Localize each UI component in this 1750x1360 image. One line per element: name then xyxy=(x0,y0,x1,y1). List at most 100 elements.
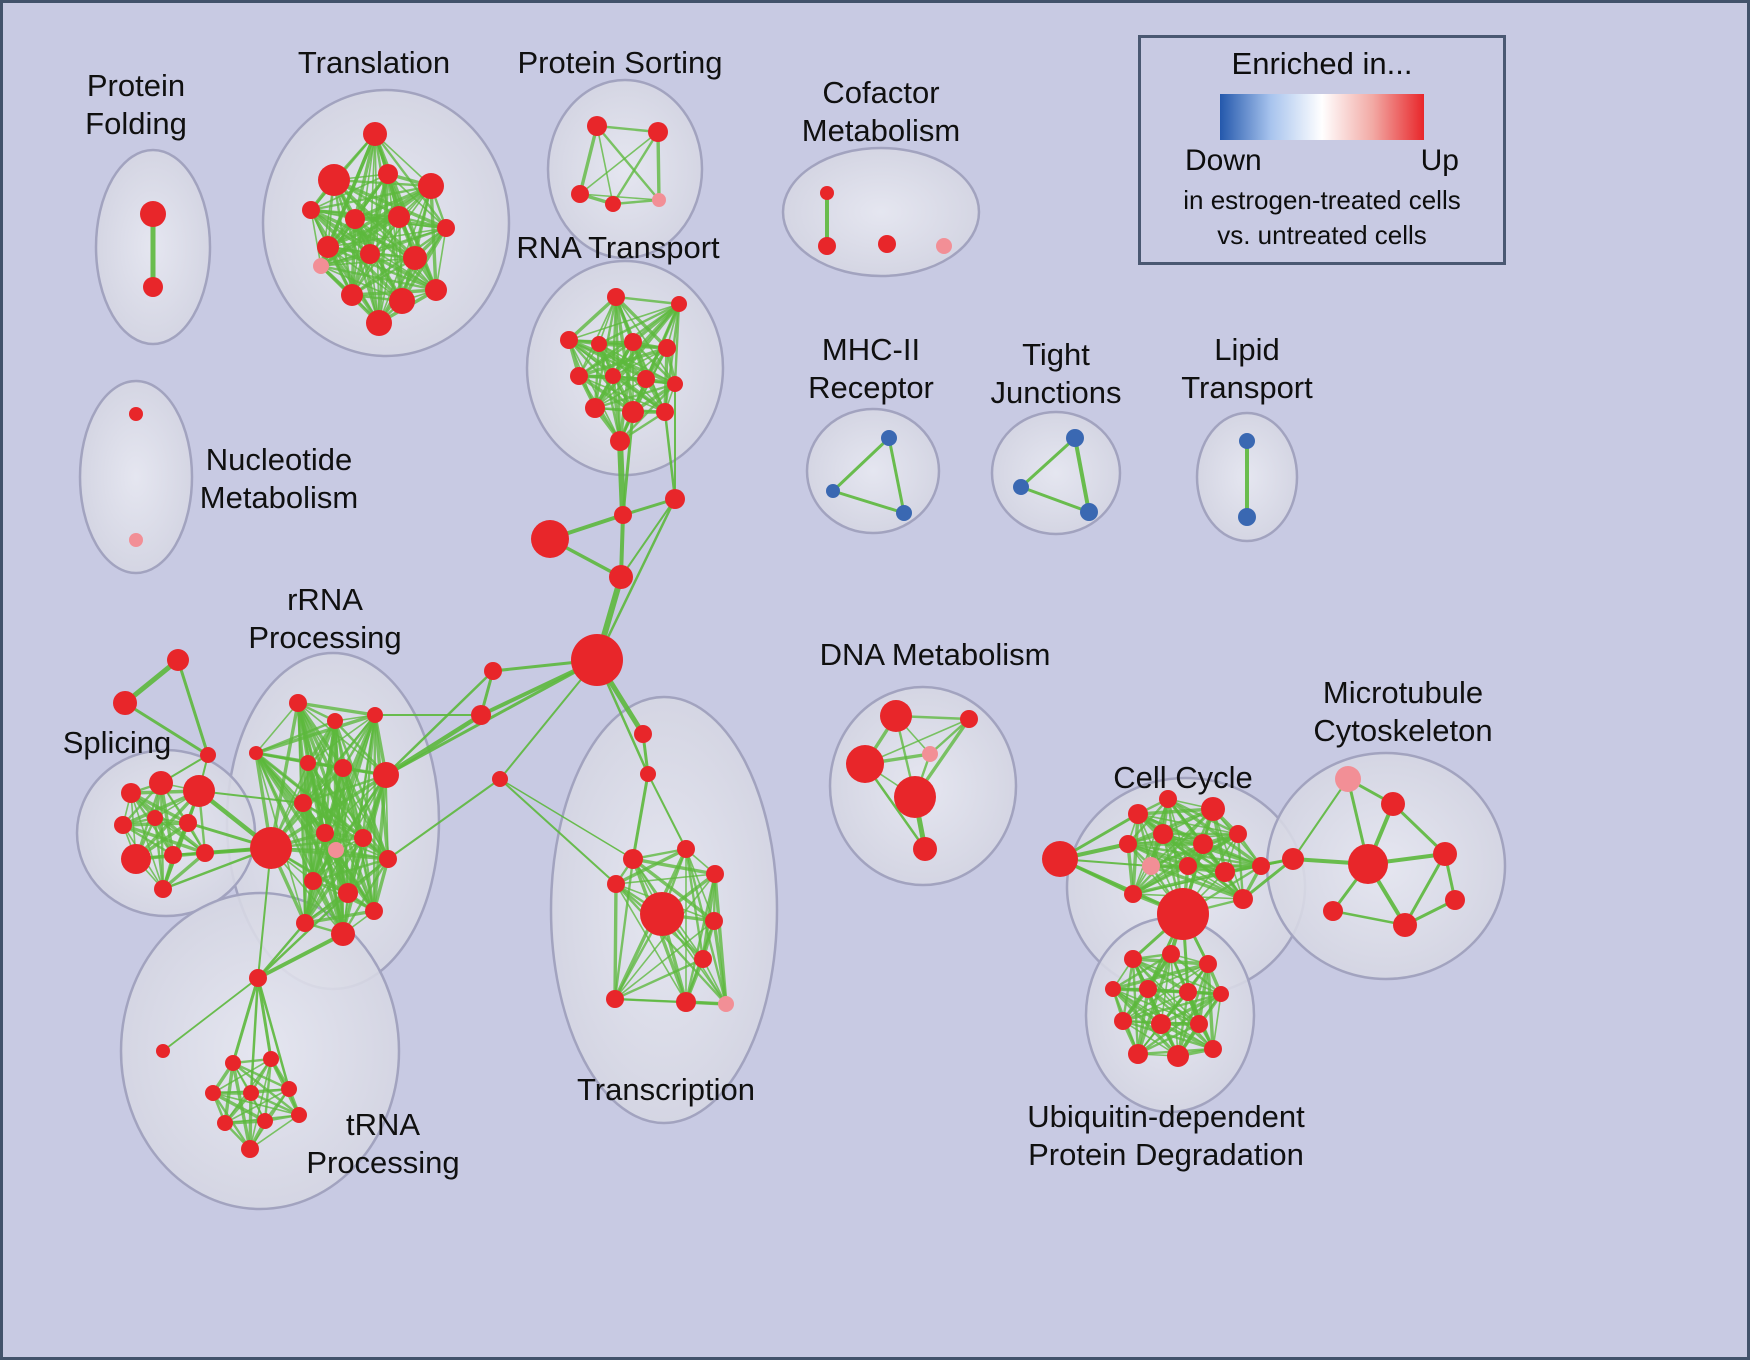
node-cc3 xyxy=(1159,790,1177,808)
node-t8 xyxy=(437,219,455,237)
cluster-label: Protein xyxy=(87,68,185,103)
edge xyxy=(249,1091,301,1117)
edge xyxy=(249,1114,300,1150)
edge xyxy=(304,774,387,924)
edge xyxy=(307,762,375,912)
node-cm2 xyxy=(818,237,836,255)
node-u10 xyxy=(1190,1015,1208,1033)
legend-ends: Down Up xyxy=(1141,144,1503,178)
edge xyxy=(1403,852,1447,927)
node-ps3 xyxy=(571,185,589,203)
edge xyxy=(1160,953,1172,1025)
node-s3 xyxy=(200,747,216,763)
node-tx5 xyxy=(706,865,724,883)
node-t13 xyxy=(341,284,363,306)
node-tr8 xyxy=(217,1115,233,1131)
cluster-label: MHC-II xyxy=(822,332,920,367)
edge xyxy=(831,489,906,515)
edge xyxy=(307,714,376,764)
edge xyxy=(1212,993,1222,1050)
edge xyxy=(256,932,345,980)
edge xyxy=(1126,807,1215,846)
edge xyxy=(499,778,634,860)
edge xyxy=(614,882,728,1006)
node-mc4 xyxy=(1348,844,1388,884)
node-ps4 xyxy=(605,196,621,212)
node-c3 xyxy=(609,565,633,589)
cluster-label: Transport xyxy=(1181,370,1313,405)
cluster-label: Microtubule xyxy=(1323,675,1483,710)
node-rt2 xyxy=(671,296,687,312)
node-r5 xyxy=(300,755,316,771)
node-tx6 xyxy=(640,892,684,936)
edge xyxy=(296,701,377,717)
edge xyxy=(577,340,635,378)
node-sp7 xyxy=(121,844,151,874)
cluster-label: RNA Transport xyxy=(516,230,720,265)
edge xyxy=(663,410,677,501)
edge xyxy=(326,245,438,292)
node-sp8 xyxy=(164,846,182,864)
edge xyxy=(153,816,165,891)
edge xyxy=(256,976,291,1091)
edge xyxy=(579,131,659,195)
cluster-label: Cytoskeleton xyxy=(1313,713,1492,748)
edge xyxy=(256,921,307,980)
node-t4 xyxy=(418,173,444,199)
node-cc5 xyxy=(1119,835,1137,853)
node-cc12 xyxy=(1252,857,1270,875)
edge xyxy=(1149,832,1240,868)
edge xyxy=(257,847,272,979)
node-m3 xyxy=(492,771,508,787)
node-m2 xyxy=(471,705,491,725)
edge xyxy=(579,193,660,201)
node-ps1 xyxy=(587,116,607,136)
edge xyxy=(684,872,717,1004)
edge xyxy=(384,669,495,777)
node-tx11 xyxy=(676,992,696,1012)
edge xyxy=(123,701,210,757)
edge xyxy=(611,130,660,206)
node-rt5 xyxy=(624,333,642,351)
cluster-label: Transcription xyxy=(577,1072,755,1107)
edge xyxy=(631,772,650,861)
node-d3 xyxy=(846,745,884,783)
node-rt4 xyxy=(591,336,607,352)
cluster-label: Metabolism xyxy=(200,480,359,515)
node-u11 xyxy=(1128,1044,1148,1064)
node-r4 xyxy=(249,746,263,760)
node-cc11 xyxy=(1215,862,1235,882)
nodes xyxy=(113,116,1465,1158)
node-mh2 xyxy=(826,484,840,498)
node-cc9 xyxy=(1142,857,1160,875)
edge xyxy=(663,302,681,414)
edge xyxy=(301,801,307,925)
edge xyxy=(568,303,680,341)
node-d5 xyxy=(894,776,936,818)
edge xyxy=(1019,485,1091,514)
edge xyxy=(256,976,273,1061)
node-cc2 xyxy=(1128,804,1148,824)
cluster-label: Nucleotide xyxy=(206,442,352,477)
node-cc8 xyxy=(1229,825,1247,843)
edge xyxy=(631,340,677,386)
edge xyxy=(1146,987,1215,1051)
edge xyxy=(1122,991,1189,1022)
edge xyxy=(567,295,618,342)
node-tj2 xyxy=(1013,479,1029,495)
edge xyxy=(578,375,666,413)
edge xyxy=(387,778,501,860)
node-t15 xyxy=(425,279,447,301)
node-cc4 xyxy=(1201,797,1225,821)
node-rt14 xyxy=(610,431,630,451)
edge xyxy=(255,702,299,754)
edge xyxy=(335,767,344,851)
edge xyxy=(154,817,206,854)
node-r7 xyxy=(373,762,399,788)
node-tr4 xyxy=(263,1051,279,1067)
node-mc8 xyxy=(1445,890,1465,910)
node-u7 xyxy=(1213,986,1229,1002)
node-t16 xyxy=(366,310,392,336)
node-rt7 xyxy=(570,367,588,385)
node-u2 xyxy=(1162,945,1180,963)
